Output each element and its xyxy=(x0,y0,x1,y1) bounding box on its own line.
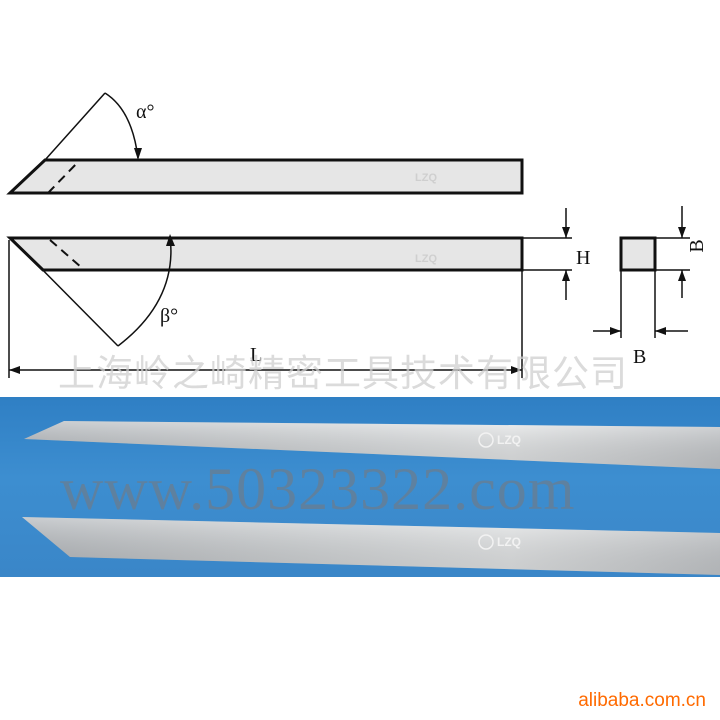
brand-mark-drawing-top: LZQ xyxy=(415,172,437,184)
brand-mark-drawing-front: LZQ xyxy=(415,253,437,265)
blade-top-body xyxy=(6,158,524,195)
cross-section-view xyxy=(593,206,690,338)
length-dimension xyxy=(8,240,523,378)
blade-top-view xyxy=(6,92,524,195)
logo-swirl-top-icon xyxy=(478,432,494,448)
length-label: L xyxy=(250,344,262,366)
blade-top-bevel-dash xyxy=(47,159,81,194)
width-label-side: B xyxy=(686,239,708,252)
alpha-arrow-head xyxy=(134,148,142,160)
beta-arc xyxy=(117,235,172,347)
alpha-label: α° xyxy=(136,101,154,123)
brand-mark-photo-bottom: LZQ xyxy=(497,535,521,549)
url-watermark: www.50323322.com xyxy=(60,456,576,522)
beta-label: β° xyxy=(160,305,178,327)
site-footer-mark: alibaba.com.cn xyxy=(578,690,706,711)
beta-arrow-head xyxy=(166,234,175,246)
photo-blade-top xyxy=(24,421,720,469)
product-photo: LZQ LZQ xyxy=(0,397,720,577)
width-label-bottom: B xyxy=(633,346,646,368)
logo-swirl-bottom-icon xyxy=(478,534,494,550)
company-watermark: 上海岭之崎精密工具技术有限公司 xyxy=(58,352,628,395)
alpha-reference-line xyxy=(44,92,106,161)
blade-front-body xyxy=(6,236,524,272)
photo-blade-bottom xyxy=(22,517,720,575)
blade-front-bevel-dash xyxy=(49,239,83,269)
alpha-arc xyxy=(104,92,139,159)
brand-mark-photo-top: LZQ xyxy=(497,433,521,447)
technical-drawing: LZQ LZQ α° β° L H B B xyxy=(6,92,708,378)
blade-front-view xyxy=(6,234,524,347)
photo-blades: LZQ LZQ xyxy=(22,421,720,575)
height-label: H xyxy=(576,247,590,269)
beta-reference-line xyxy=(12,239,119,347)
height-dimension xyxy=(522,208,572,300)
cross-section-square xyxy=(619,236,657,272)
